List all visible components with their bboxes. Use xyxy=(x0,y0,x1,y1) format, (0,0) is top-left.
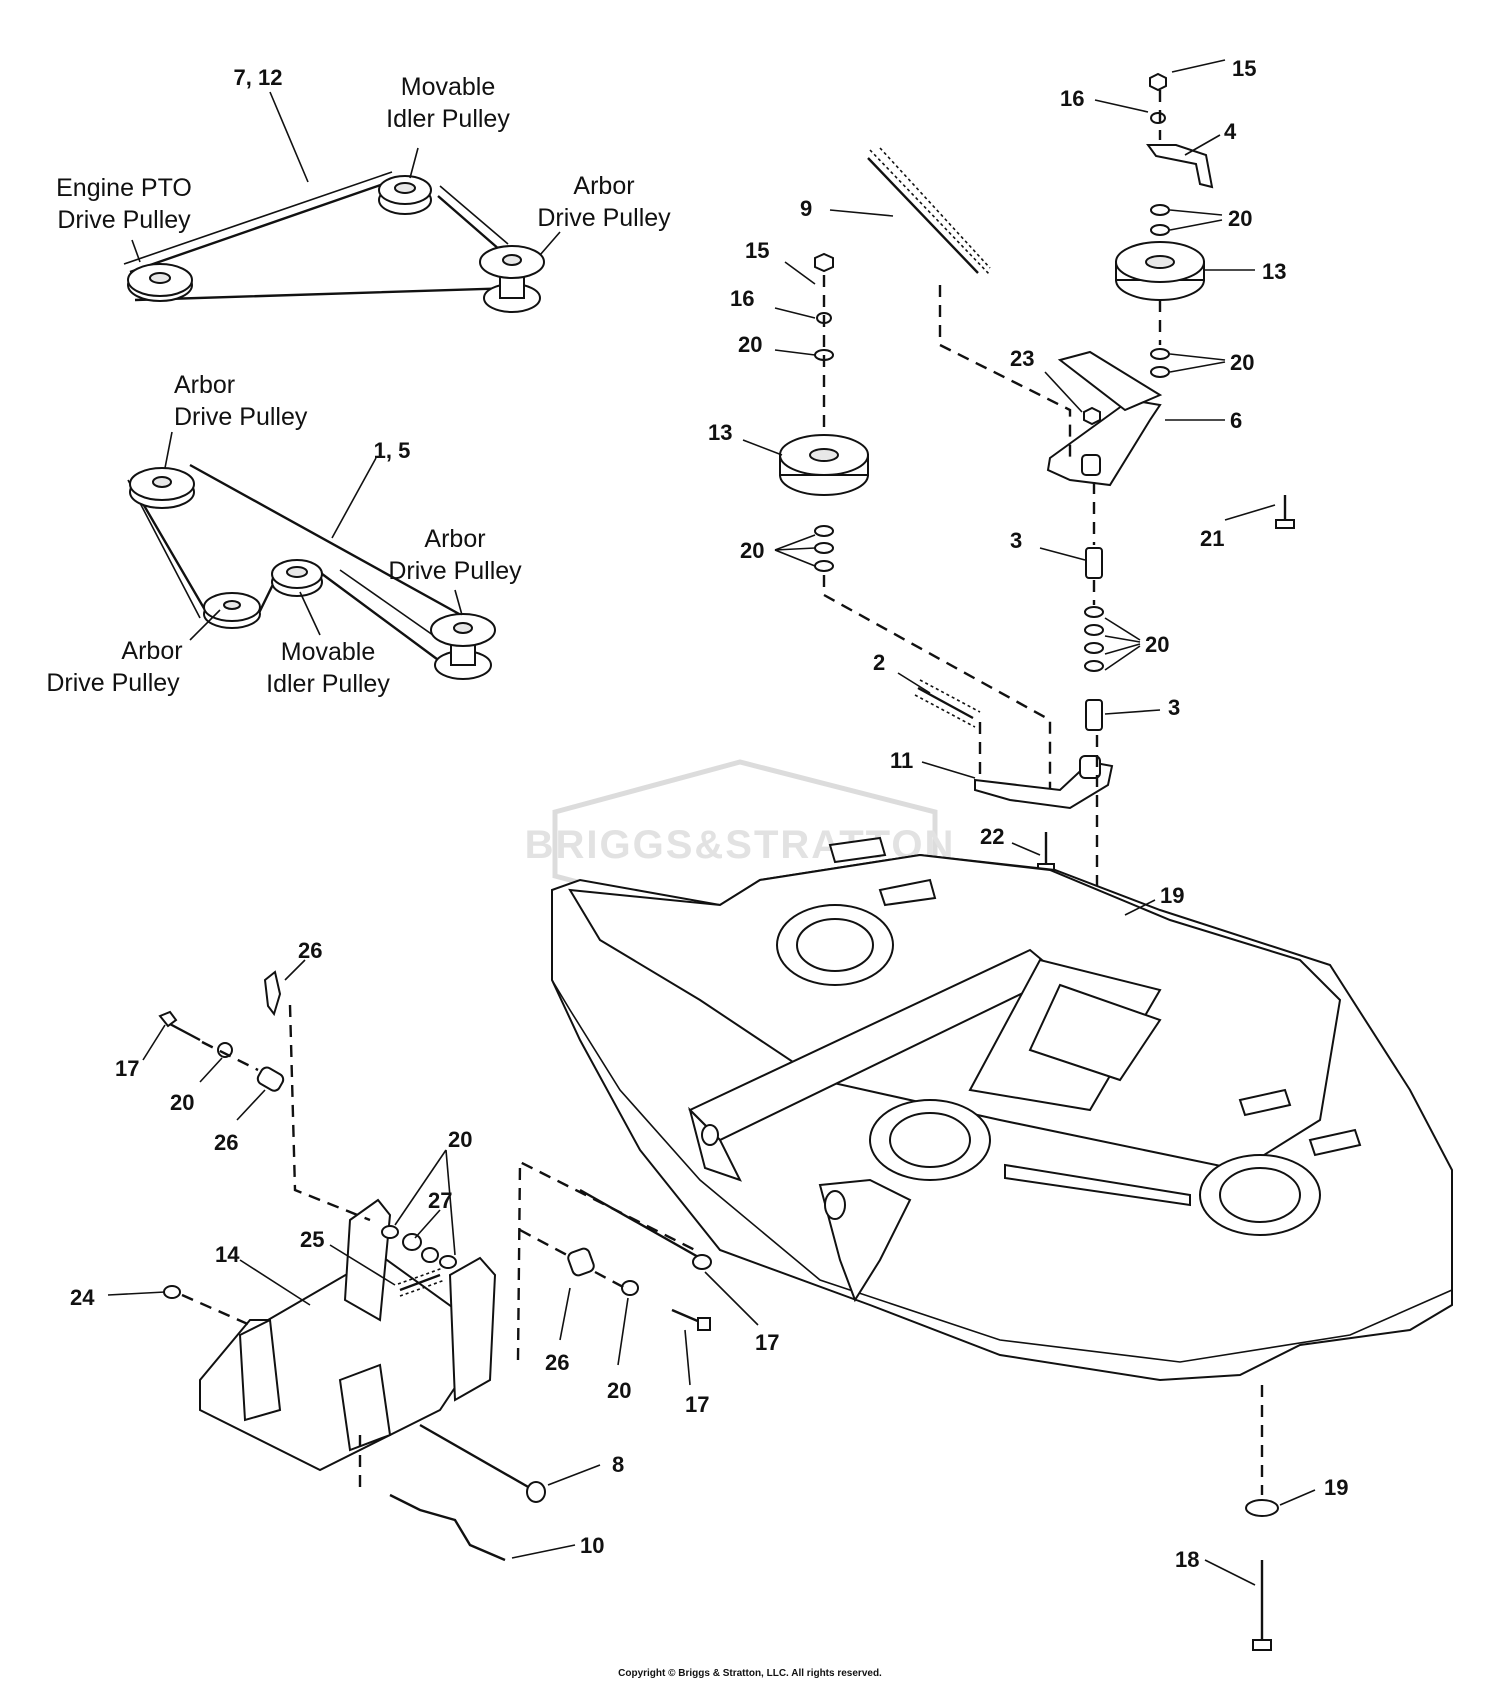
movable-idler-2-label-1: Movable xyxy=(281,638,376,666)
callout-15-top-right: 15 xyxy=(1232,56,1256,81)
callout-14: 14 xyxy=(215,1242,240,1267)
callout-3-upper: 3 xyxy=(1010,528,1022,553)
callout-17-right: 17 xyxy=(755,1330,779,1355)
arbor-top-label-2: Drive Pulley xyxy=(174,403,308,431)
arbor-top-label-1: Arbor xyxy=(174,371,235,399)
callout-20-left-upper: 20 xyxy=(738,332,762,357)
arbor-pulley-top xyxy=(129,467,195,509)
belt-2-label: 1, 5 xyxy=(374,438,411,463)
callout-26-upper-left: 26 xyxy=(214,1130,238,1155)
arbor-pulley-left xyxy=(203,592,261,629)
callout-4: 4 xyxy=(1224,119,1237,144)
callout-23: 23 xyxy=(1010,346,1034,371)
callout-10: 10 xyxy=(580,1533,604,1558)
callout-9: 9 xyxy=(800,196,812,221)
arbor-right-label-2: Drive Pulley xyxy=(388,557,522,585)
callout-19-lower: 19 xyxy=(1324,1475,1348,1500)
callout-2: 2 xyxy=(873,650,885,675)
callout-19-upper: 19 xyxy=(1160,883,1184,908)
callout-24: 24 xyxy=(70,1285,95,1310)
callout-13-left: 13 xyxy=(708,420,732,445)
callout-20-lower: 20 xyxy=(607,1378,631,1403)
callout-25: 25 xyxy=(300,1227,324,1252)
movable-idler-pulley-2 xyxy=(271,559,323,597)
callout-26-lower: 26 xyxy=(545,1350,569,1375)
hitch-assembly xyxy=(158,970,712,1562)
callout-20-mid-right: 20 xyxy=(1230,350,1254,375)
engine-pto-label-1: Engine PTO xyxy=(56,174,192,202)
callout-13-right: 13 xyxy=(1262,259,1286,284)
callout-17-lower: 17 xyxy=(685,1392,709,1417)
movable-idler-2-label-2: Idler Pulley xyxy=(266,670,390,698)
callout-16-left: 16 xyxy=(730,286,754,311)
callout-20-hitch: 20 xyxy=(448,1127,472,1152)
callout-11: 11 xyxy=(890,748,913,773)
callout-22: 22 xyxy=(980,824,1004,849)
arbor-right-label-1: Arbor xyxy=(424,525,485,553)
callout-21: 21 xyxy=(1200,526,1224,551)
idler-hardware xyxy=(779,72,1295,1030)
arbor-left-label-2: Drive Pulley xyxy=(46,669,180,697)
callout-18: 18 xyxy=(1175,1547,1199,1572)
callout-17-upper-left: 17 xyxy=(115,1056,139,1081)
engine-pto-pulley xyxy=(127,263,193,302)
belt-diagram-1: 7, 12 Movable Idler Pulley Engine PTO Dr… xyxy=(56,65,671,313)
callout-20-center: 20 xyxy=(1145,632,1169,657)
engine-pto-label-2: Drive Pulley xyxy=(57,206,191,234)
callout-26-top: 26 xyxy=(298,938,322,963)
belt-1-label: 7, 12 xyxy=(234,65,283,90)
callout-20-left-lower: 20 xyxy=(740,538,764,563)
mower-deck xyxy=(551,836,1453,1651)
arbor-label-1: Arbor xyxy=(573,172,634,200)
movable-idler-label-2: Idler Pulley xyxy=(386,105,510,133)
arbor-pulley xyxy=(479,245,545,313)
copyright-notice: Copyright © Briggs & Stratton, LLC. All … xyxy=(618,1668,882,1679)
callout-numbers: 15 16 4 20 13 20 6 23 9 15 16 20 13 20 3… xyxy=(70,56,1348,1572)
arbor-pulley-right xyxy=(430,613,496,680)
callout-8: 8 xyxy=(612,1452,624,1477)
callout-15-left: 15 xyxy=(745,238,769,263)
callout-20-upper-right: 20 xyxy=(1228,206,1252,231)
callout-6: 6 xyxy=(1230,408,1242,433)
leader-lines xyxy=(107,59,1316,1586)
callout-16-top-right: 16 xyxy=(1060,86,1084,111)
belt-diagram-2: 1, 5 Arbor Drive Pulley Arbor Drive Pull… xyxy=(46,371,522,698)
callout-3-lower: 3 xyxy=(1168,695,1180,720)
movable-idler-label-1: Movable xyxy=(401,73,496,101)
callout-20-upper-left: 20 xyxy=(170,1090,194,1115)
arbor-label-2: Drive Pulley xyxy=(537,204,671,232)
movable-idler-pulley xyxy=(378,175,432,215)
arbor-left-label-1: Arbor xyxy=(121,637,182,665)
callout-27: 27 xyxy=(428,1188,452,1213)
